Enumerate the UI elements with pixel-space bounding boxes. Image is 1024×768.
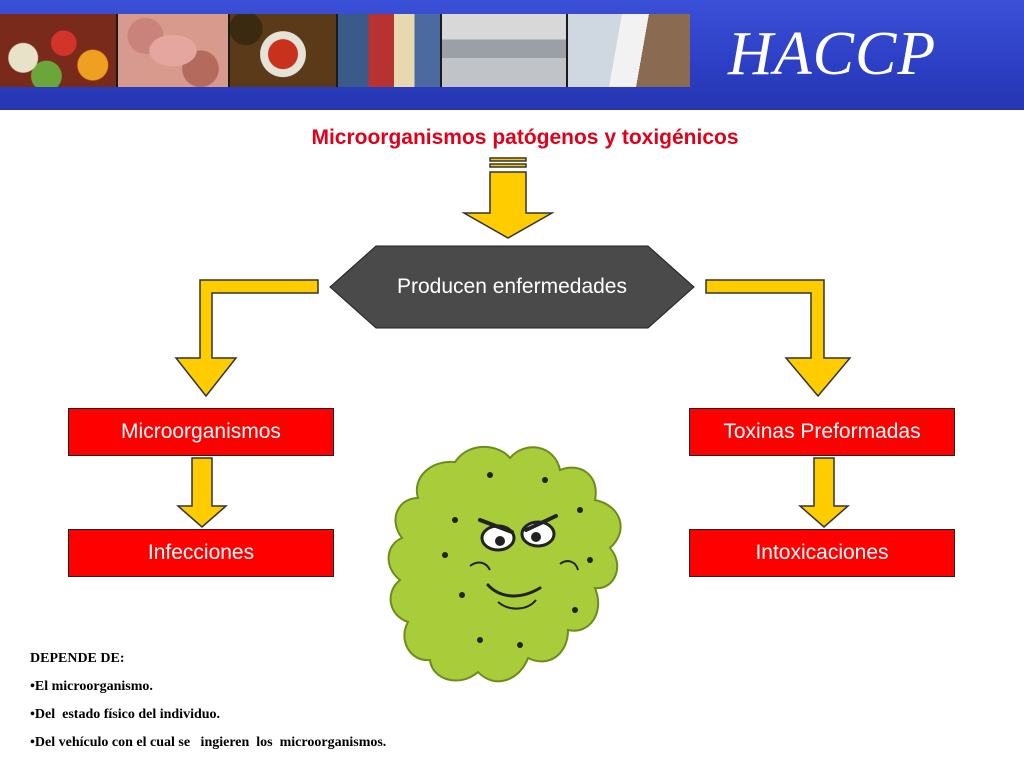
arrow-down-icon (798, 457, 850, 528)
germ-icon (387, 445, 622, 683)
toxinas-box: Toxinas Preformadas (689, 408, 955, 456)
center-node-label: Producen enfermedades (397, 275, 627, 298)
arrow-down-icon (176, 457, 228, 528)
arrow-down-icon (705, 279, 852, 398)
notes-heading: DEPENDE DE: (30, 651, 125, 666)
fruits-photo (0, 14, 118, 87)
microorganismos-box: Microorganismos (68, 408, 334, 456)
arrow-down-icon (174, 279, 319, 398)
kitchen-photo (568, 14, 690, 87)
notes-block: DEPENDE DE: •El microorganismo. •Del est… (30, 650, 530, 762)
header-banner: HACCP (0, 0, 1024, 110)
meats-photo (118, 14, 230, 87)
center-hexagon (329, 245, 695, 329)
soup-photo (230, 14, 338, 87)
notes-item: •El microorganismo. (30, 679, 153, 694)
warehouse-photo (442, 14, 568, 87)
arrow-down-icon (461, 157, 555, 239)
notes-item: •Del estado físico del individuo. (30, 707, 221, 722)
grocery-photo (338, 14, 442, 87)
intoxicaciones-box: Intoxicaciones (689, 529, 955, 577)
haccp-logo: HACCP (728, 20, 937, 88)
photo-strip (0, 14, 690, 87)
slide-title: Microorganismos patógenos y toxigénicos (311, 126, 739, 149)
infecciones-box: Infecciones (68, 529, 334, 577)
notes-item: •Del vehículo con el cual se ingieren lo… (30, 735, 387, 750)
